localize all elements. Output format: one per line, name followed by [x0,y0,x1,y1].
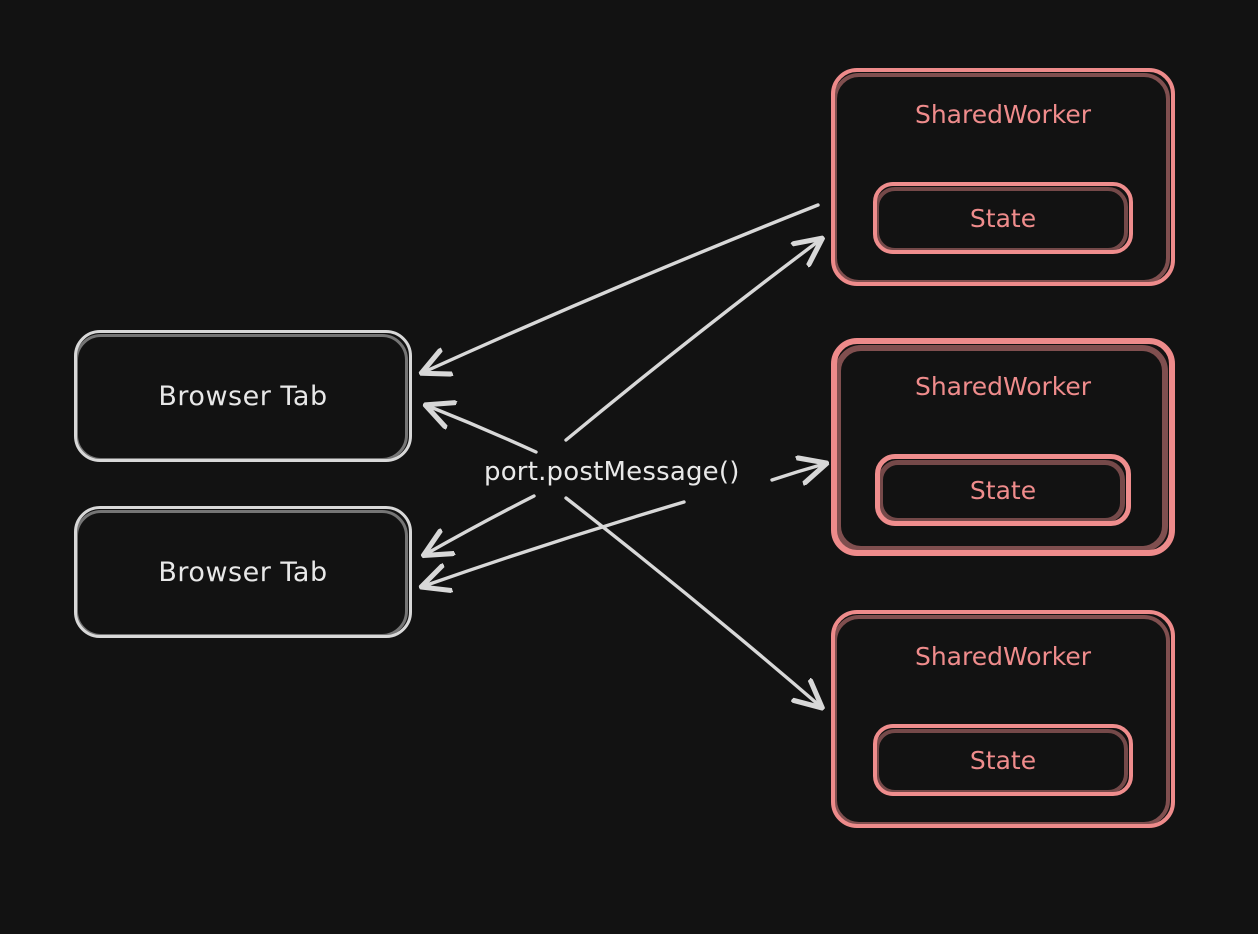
state-box-1[interactable]: State [873,182,1133,254]
browser-tab-label-1: Browser Tab [158,380,328,412]
sharedworker-box-2[interactable]: SharedWorker State [831,338,1175,556]
arrow-label-to-worker2 [770,464,824,480]
sharedworker-title-3: SharedWorker [914,642,1092,671]
state-box-3[interactable]: State [873,724,1133,796]
browser-tab-box-1[interactable]: Browser Tab [74,330,412,462]
arrow-label-to-worker3 [564,496,820,706]
state-label-3: State [969,745,1037,775]
sharedworker-title-1: SharedWorker [914,100,1092,129]
arrow-label-to-tab1 [428,406,538,454]
arrow-worker3-to-tab2 [424,500,686,586]
sharedworker-title-2: SharedWorker [914,372,1092,401]
sharedworker-box-3[interactable]: SharedWorker State [831,610,1175,828]
browser-tab-label-2: Browser Tab [158,556,328,588]
edge-label-post-message: port.postMessage() [478,455,746,489]
sharedworker-box-1[interactable]: SharedWorker State [831,68,1175,286]
arrow-worker1-to-tab1 [424,203,820,372]
arrow-label-to-worker1 [564,240,820,442]
state-label-1: State [969,203,1037,233]
state-label-2: State [969,475,1037,505]
arrow-label-to-tab2 [426,494,536,554]
state-box-2[interactable]: State [875,454,1131,526]
browser-tab-box-2[interactable]: Browser Tab [74,506,412,638]
